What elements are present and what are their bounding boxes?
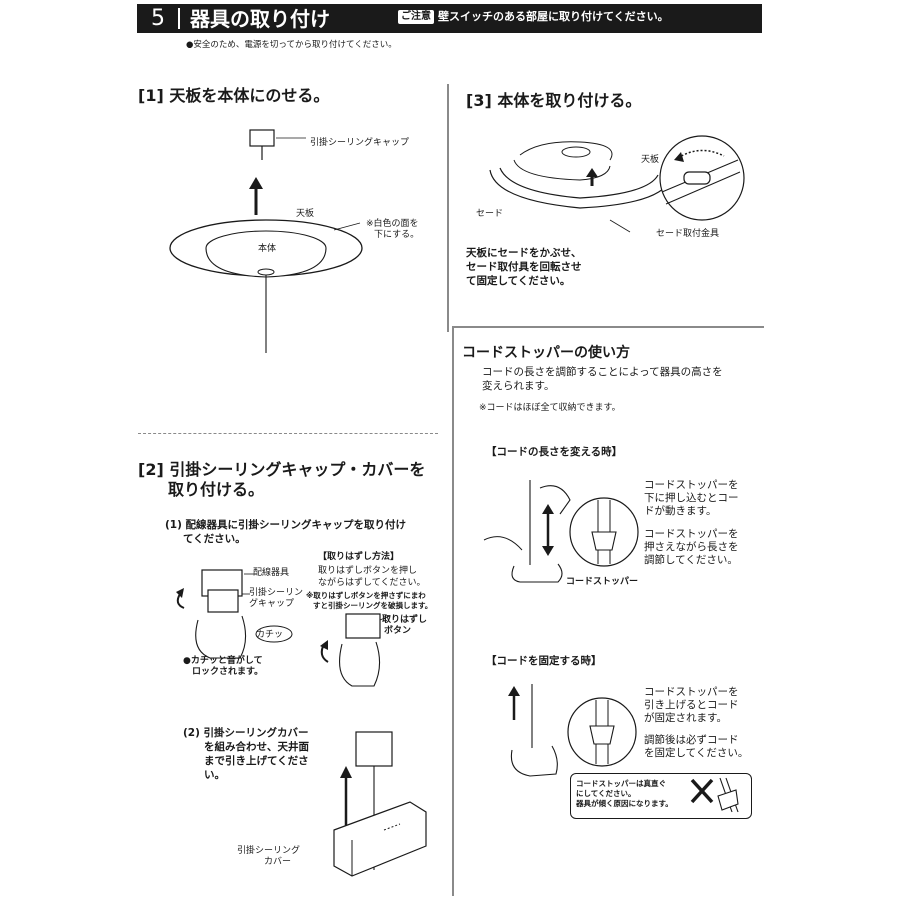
step3-illustration: [489, 135, 745, 233]
cord-fix-4: 調節後は必ずコード: [644, 734, 739, 746]
cord-section-border-left: [452, 326, 454, 896]
stopper-warning-2: にしてください。: [576, 789, 636, 798]
note-white-side-2: 下にする。: [374, 230, 420, 240]
cord-intro-1: コードの長さを調節することによって器具の高さを: [482, 366, 723, 378]
ceiling-cap-attach-illustration: [176, 569, 293, 659]
stopper-warning-box: [570, 773, 752, 819]
step2-sub2-4: い。: [204, 769, 225, 781]
ceiling-cover-illustration: [333, 731, 427, 877]
cord-change-1: コードストッパーを: [644, 479, 739, 491]
cord-change-6: 調節してください。: [644, 554, 738, 566]
caution-badge: ご注意: [398, 10, 434, 24]
removal-illustration: [320, 613, 391, 687]
lock-note-2: ロックされます。: [192, 667, 264, 677]
stopper-warning-3: 器具が傾く原因になります。: [576, 799, 673, 808]
label-release-button-2: ボタン: [384, 626, 412, 636]
removal-line-2: ながらはずしてください。: [318, 578, 426, 588]
step3-instruction-2: セード取付具を回転させ: [466, 261, 582, 273]
label-shade-bracket: セード取付金具: [656, 229, 720, 239]
header-divider: [178, 8, 180, 29]
label-ceiling-cover-1: 引掛シーリング: [237, 846, 301, 856]
removal-warning-1: ※取りはずしボタンを押さずにまわ: [306, 591, 426, 600]
label-shade: セード: [476, 209, 504, 219]
cord-fix-1: コードストッパーを: [644, 686, 739, 698]
step2-sub2-2: を組み合わせ、天井面: [204, 741, 309, 753]
step2-sub1-2: てください。: [183, 533, 246, 545]
cord-change-4: コードストッパーを: [644, 528, 739, 540]
caution-text: 壁スイッチのある部屋に取り付けてください。: [438, 10, 669, 23]
step1-title: [1] 天板を本体にのせる。: [138, 86, 330, 105]
prohibited-cross-icon: [690, 777, 739, 813]
label-main-body: 本体: [258, 244, 277, 254]
removal-title: 【取りはずし方法】: [318, 552, 400, 562]
step3-instruction-3: て固定してください。: [466, 275, 571, 287]
removal-line-1: 取りはずしボタンを押し: [318, 566, 418, 576]
cord-change-3: ドが動きます。: [644, 505, 717, 517]
removal-warning-2: すと引掛シーリングを破損します。: [313, 601, 433, 610]
label-top-plate-3: 天板: [641, 155, 660, 165]
step2-sub2-3: まで引き上げてくださ: [204, 755, 309, 767]
label-wiring-device: 配線器具: [253, 568, 290, 578]
section-title: 器具の取り付け: [190, 7, 330, 31]
label-ceiling-cap: 引掛シーリングキャップ: [310, 138, 410, 148]
cord-fix-illustration: [508, 684, 637, 777]
safety-note: ●安全のため、電源を切ってから取り付けてください。: [186, 40, 397, 50]
label-release-button-1: 取りはずし: [382, 615, 428, 625]
cord-section-title: コードストッパーの使い方: [462, 345, 630, 361]
step2-sub2-1: (2) 引掛シーリングカバー: [183, 727, 309, 739]
step3-instruction-1: 天板にセードをかぶせ、: [466, 247, 582, 259]
step2-sub1-1: (1) 配線器具に引掛シーリングキャップを取り付け: [165, 519, 407, 531]
cord-fix-5: を固定してください。: [644, 747, 749, 759]
label-ceiling-cap-1: 引掛シーリン: [249, 588, 304, 598]
lock-note-1: ●カチッと音がして: [183, 656, 263, 666]
cord-change-title: 【コードの長さを変える時】: [486, 446, 623, 458]
column-divider: [447, 84, 449, 332]
step1-illustration: [169, 129, 363, 353]
cord-intro-2: 変えられます。: [482, 380, 555, 392]
label-ceiling-cap-2: グキャップ: [249, 599, 295, 609]
cord-fix-title: 【コードを固定する時】: [486, 655, 602, 667]
step2-title-2: 取り付ける。: [168, 480, 265, 499]
label-top-plate: 天板: [296, 209, 315, 219]
cord-fix-2: 引き上げるとコード: [644, 699, 739, 711]
cord-change-illustration: [483, 480, 639, 583]
label-ceiling-cover-2: カバー: [264, 857, 292, 867]
section-header-bar: [137, 4, 762, 33]
cord-fix-3: が固定されます。: [644, 712, 727, 724]
cord-change-2: 下に押し込むとコー: [644, 492, 739, 504]
label-cord-stopper: コードストッパー: [566, 577, 639, 587]
step-divider: [138, 433, 438, 434]
step2-title-1: [2] 引掛シーリングキャップ・カバーを: [138, 460, 426, 479]
cord-section-border-top: [452, 326, 764, 328]
step3-title: [3] 本体を取り付ける。: [466, 91, 642, 110]
stopper-warning-1: コードストッパーは真直ぐ: [576, 779, 666, 788]
cord-intro-note: ※コードはほぼ全て収納できます。: [479, 403, 621, 413]
note-white-side-1: ※白色の面を: [366, 219, 419, 229]
section-number: 5: [151, 6, 165, 31]
cord-change-5: 押さえながら長さを: [644, 541, 739, 553]
click-sound: カチッ: [256, 630, 284, 640]
